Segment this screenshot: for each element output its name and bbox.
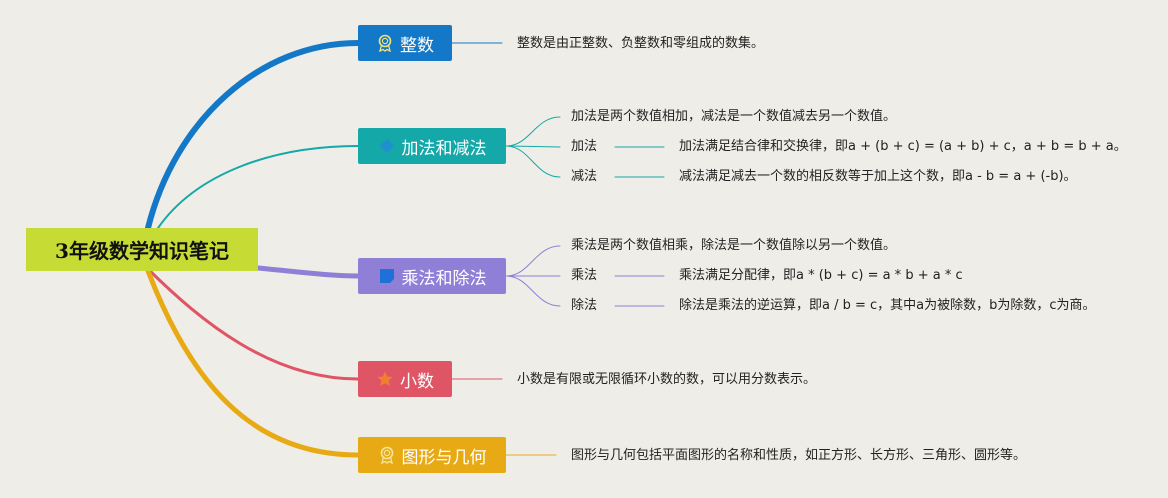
ribbon-award-icon — [378, 34, 392, 52]
child-label-addition: 加法 — [571, 139, 598, 154]
child-label-subtraction: 减法 — [571, 169, 598, 184]
child-description-multiplication: 乘法满足分配律，即a * (b + c) = a * b + a * c — [679, 268, 963, 283]
connector-root-geometry — [145, 268, 361, 458]
branch-node-integers[interactable]: 整数 — [358, 25, 452, 61]
star-icon — [377, 371, 393, 386]
branch-node-label: 加法和减法 — [401, 138, 487, 159]
branch-description-geometry: 图形与几何包括平面图形的名称和性质，如正方形、长方形、三角形、圆形等。 — [571, 448, 1027, 463]
root-node[interactable]: 3年级数学知识笔记 — [26, 228, 258, 271]
branch-node-add-sub[interactable]: 加法和减法 — [358, 128, 506, 164]
connector-add-sub-subtraction — [505, 145, 561, 178]
connector-root-mul-div — [255, 265, 361, 279]
child-description-subtraction: 减法满足减去一个数的相反数等于加上这个数，即a - b = a + (-b)。 — [679, 169, 1077, 184]
square-icon — [379, 269, 394, 283]
branch-description-add-sub: 加法是两个数值相加，减法是一个数值减去另一个数值。 — [571, 109, 897, 124]
root-node-label: 3年级数学知识笔记 — [55, 239, 229, 263]
branch-description-integers: 整数是由正整数、负整数和零组成的数集。 — [517, 36, 765, 51]
branch-node-mul-div[interactable]: 乘法和除法 — [358, 258, 506, 294]
branch-node-label: 图形与几何 — [401, 447, 487, 468]
diamond-icon — [379, 139, 394, 153]
connector-add-sub-addition — [505, 145, 561, 148]
branch-description-mul-div: 乘法是两个数值相乘，除法是一个数值除以另一个数值。 — [571, 238, 897, 253]
child-label-multiplication: 乘法 — [571, 268, 598, 283]
connector-root-integers — [145, 40, 361, 231]
child-description-addition: 加法满足结合律和交换律，即a + (b + c) = (a + b) + c，a… — [679, 139, 1127, 154]
branch-node-decimals[interactable]: 小数 — [358, 361, 452, 397]
child-description-division: 除法是乘法的逆运算，即a / b = c，其中a为被除数，b为除数，c为商。 — [679, 298, 1096, 313]
branch-node-label: 乘法和除法 — [401, 268, 487, 289]
connector-mul-div-division — [505, 275, 561, 307]
branch-description-decimals: 小数是有限或无限循环小数的数，可以用分数表示。 — [517, 372, 817, 387]
branch-node-label: 整数 — [400, 35, 434, 56]
connector-mul-div-description — [505, 245, 561, 277]
connector-root-add-sub — [157, 145, 359, 229]
connector-root-decimals — [148, 269, 360, 381]
ribbon-award-icon — [380, 446, 393, 464]
connector-add-sub-description — [505, 116, 561, 147]
child-label-division: 除法 — [571, 298, 598, 313]
branch-node-label: 小数 — [400, 371, 434, 392]
branch-node-geometry[interactable]: 图形与几何 — [358, 437, 506, 473]
